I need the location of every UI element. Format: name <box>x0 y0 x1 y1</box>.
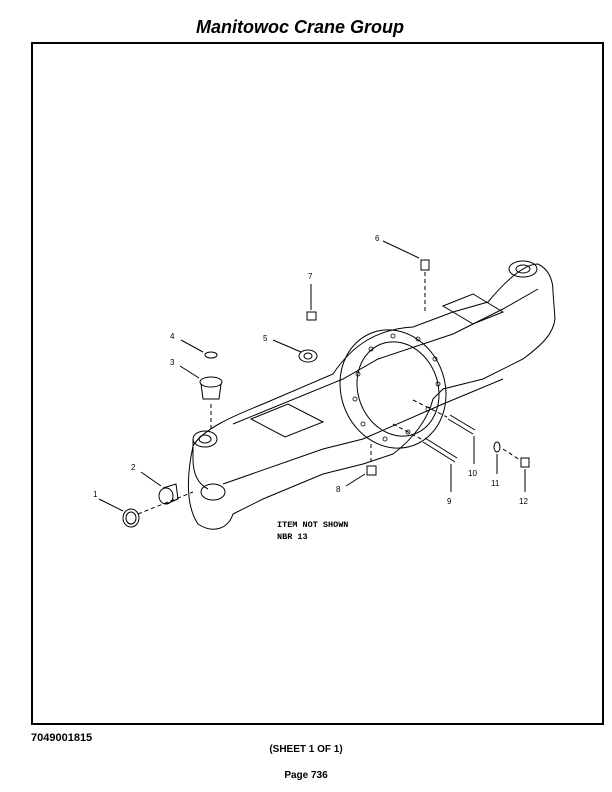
part-seal-1 <box>98 491 194 528</box>
part-nut-7 <box>306 284 317 321</box>
part-washer-4 <box>180 339 218 359</box>
note-item-not-shown: ITEM NOT SHOWN <box>277 520 348 530</box>
part-stud-9 <box>392 423 458 492</box>
part-nut-8 <box>345 444 377 487</box>
callout-6: 6 <box>375 234 380 243</box>
part-bushing-3 <box>179 365 223 432</box>
top-pad-left <box>249 403 325 438</box>
callout-2: 2 <box>131 463 136 472</box>
callout-3: 3 <box>170 358 175 367</box>
callout-7: 7 <box>308 272 313 281</box>
callout-5: 5 <box>263 334 268 343</box>
part-fitting-6 <box>382 240 430 312</box>
callout-10: 10 <box>468 469 477 478</box>
part-washer-11 <box>493 441 501 474</box>
note-item-number: NBR 13 <box>277 532 308 542</box>
document-number: 7049001815 <box>31 732 93 744</box>
part-bushing-2 <box>140 471 179 505</box>
callout-9: 9 <box>447 497 452 506</box>
sheet-indicator: (SHEET 1 OF 1) <box>269 744 343 755</box>
axle-housing <box>187 263 556 530</box>
callout-8: 8 <box>336 485 341 494</box>
center-flange <box>339 329 447 449</box>
part-stud-10 <box>412 399 476 464</box>
callout-1: 1 <box>93 490 98 499</box>
page-title: Manitowoc Crane Group <box>195 17 404 37</box>
part-nut-12 <box>502 448 530 492</box>
drawing-frame: 1 2 3 4 5 6 7 8 9 10 11 12 ITEM NOT SHOW… <box>31 42 604 725</box>
axle-exploded-diagram: 1 2 3 4 5 6 7 8 9 10 11 12 ITEM NOT SHOW… <box>93 234 556 542</box>
callout-12: 12 <box>519 497 528 506</box>
page-number: Page 736 <box>284 770 328 781</box>
right-pivot-bore <box>508 260 538 278</box>
callout-11: 11 <box>491 479 500 488</box>
top-pad-right <box>441 293 505 325</box>
callout-4: 4 <box>170 332 175 341</box>
